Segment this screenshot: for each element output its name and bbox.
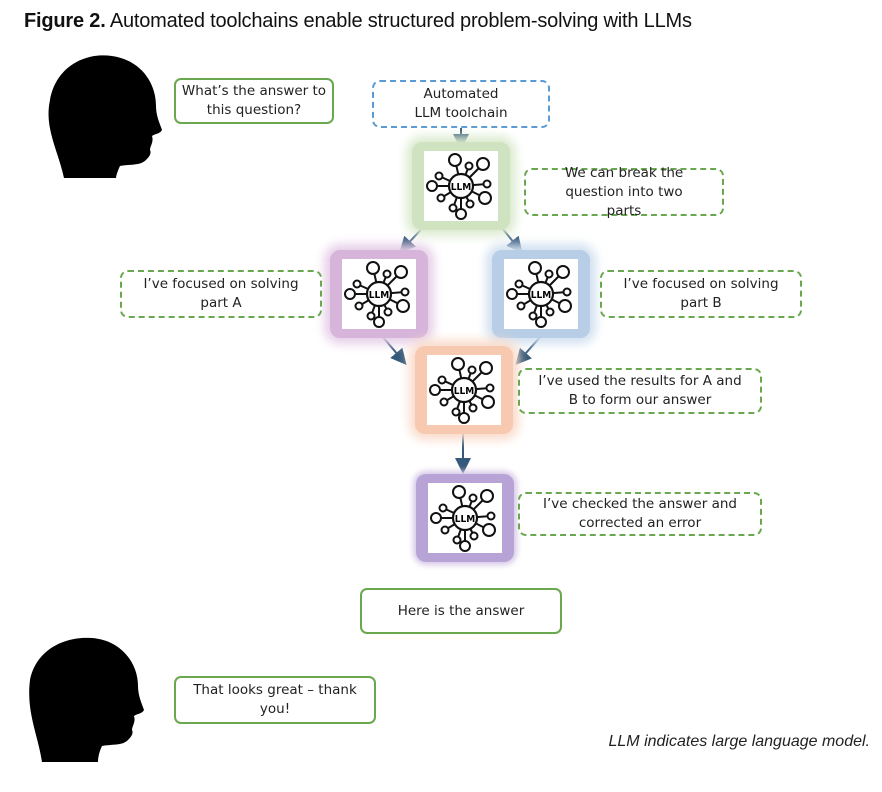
llm-node-part-a: LLM xyxy=(330,250,428,338)
toolchain-label-text: Automated LLM toolchain xyxy=(414,86,508,121)
llm-node-card: LLM xyxy=(342,259,416,329)
llm-node-label: LLM xyxy=(455,514,475,525)
user-question-bubble: What’s the answer to this question? xyxy=(174,78,334,124)
step-message-split-text: We can break the question into two parts xyxy=(564,164,684,219)
step-message-part-b-text: I’ve focused on solving part B xyxy=(623,276,779,311)
step-message-part-a-text: I’ve focused on solving part A xyxy=(143,276,299,311)
step-message-part-b: I’ve focused on solving part B xyxy=(600,270,802,318)
step-message-part-a: I’ve focused on solving part A xyxy=(120,270,322,318)
llm-node-card: LLM xyxy=(428,483,502,553)
llm-node-card: LLM xyxy=(424,151,498,221)
llm-network-icon: LLM xyxy=(429,357,495,424)
step-message-combine-text: I’ve used the results for A and B to for… xyxy=(538,373,742,408)
user-question-text: What’s the answer to this question? xyxy=(181,83,327,118)
llm-node-part-b: LLM xyxy=(492,250,590,338)
person-head-icon-top xyxy=(48,55,162,178)
llm-node-card: LLM xyxy=(504,259,578,329)
llm-node-label: LLM xyxy=(454,386,474,397)
arrow-a-to-combine xyxy=(381,335,407,366)
llm-node-label: LLM xyxy=(369,290,389,301)
answer-box: Here is the answer xyxy=(360,588,562,634)
user-reply-bubble: That looks great – thank you! xyxy=(174,676,376,724)
step-message-check: I’ve checked the answer and corrected an… xyxy=(518,492,762,536)
arrow-b-to-combine xyxy=(515,335,542,365)
answer-text: Here is the answer xyxy=(397,602,525,619)
user-reply-text: That looks great – thank you! xyxy=(193,682,357,717)
toolchain-label-box: Automated LLM toolchain xyxy=(372,80,550,128)
figure-title-text: Automated toolchains enable structured p… xyxy=(109,10,692,32)
figure-label: Figure 2. xyxy=(24,10,106,32)
llm-node-check: LLM xyxy=(416,474,514,562)
llm-network-icon: LLM xyxy=(344,261,410,328)
step-message-check-text: I’ve checked the answer and corrected an… xyxy=(543,496,737,531)
llm-network-icon: LLM xyxy=(430,485,496,552)
llm-network-icon: LLM xyxy=(426,153,492,220)
figure-title: Figure 2. Automated toolchains enable st… xyxy=(24,10,692,33)
step-message-split: We can break the question into two parts xyxy=(524,165,724,219)
llm-node-split: LLM xyxy=(412,142,510,230)
llm-network-icon: LLM xyxy=(506,261,572,328)
person-head-icon-bottom xyxy=(29,637,144,762)
llm-node-label: LLM xyxy=(451,182,471,193)
llm-node-card: LLM xyxy=(427,355,501,425)
figure-caption: LLM indicates large language model. xyxy=(608,733,871,750)
step-message-combine: I’ve used the results for A and B to for… xyxy=(518,368,762,414)
llm-node-combine: LLM xyxy=(415,346,513,434)
llm-node-label: LLM xyxy=(531,290,551,301)
